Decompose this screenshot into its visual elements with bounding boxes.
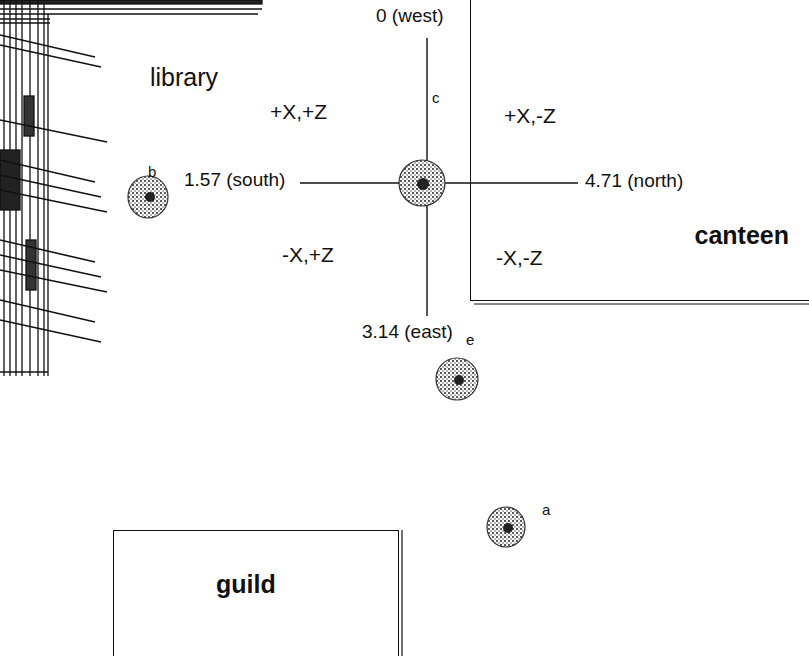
marker-letter: c <box>432 90 440 107</box>
quadrant-label: +X,-Z <box>504 104 556 127</box>
hatch-stroke <box>0 120 107 142</box>
axis-lines <box>300 38 578 316</box>
blob-cores <box>145 178 513 533</box>
hatch-stroke <box>0 35 95 57</box>
hatch-stroke <box>0 270 107 292</box>
guild-edge <box>401 530 402 656</box>
place-name: library <box>150 64 218 92</box>
angle-label: 1.57 (south) <box>184 170 285 191</box>
hatch-stroke <box>0 300 95 322</box>
hatch-stroke <box>0 45 101 67</box>
marker-letter: e <box>466 332 474 349</box>
angle-label: 3.14 (east) <box>362 322 453 343</box>
quadrant-label: -X,-Z <box>496 246 543 269</box>
place-name: guild <box>216 571 276 599</box>
canteen-edge <box>474 304 809 305</box>
hatch-stroke <box>0 190 107 212</box>
place-name: canteen <box>695 222 789 250</box>
building-box: guild <box>113 530 399 656</box>
marker-letter: a <box>542 502 550 519</box>
angle-label: 4.71 (north) <box>585 171 683 192</box>
angle-label: 0 (west) <box>376 6 444 27</box>
hatch-stroke <box>0 320 101 342</box>
marker-letter: b <box>148 164 156 181</box>
quadrant-label: -X,+Z <box>282 243 334 266</box>
marker-blobs <box>128 160 525 547</box>
quadrant-label: +X,+Z <box>270 100 327 123</box>
